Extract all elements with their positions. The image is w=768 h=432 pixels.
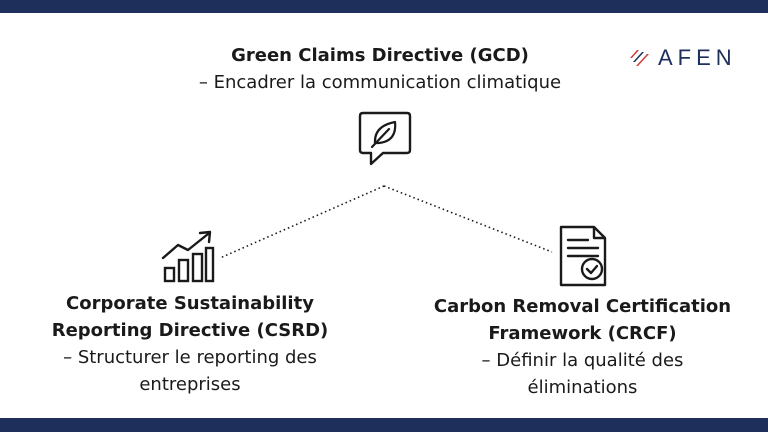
afen-logo-mark-icon xyxy=(630,50,649,66)
logo-text: AFEN xyxy=(658,45,737,70)
speech-bubble-leaf-icon xyxy=(358,111,412,166)
crcf-subtitle-line2: éliminations xyxy=(527,377,638,398)
crcf-block: Carbon Removal Certification Framework (… xyxy=(405,293,760,401)
csrd-title-line1: Corporate Sustainability xyxy=(66,293,314,314)
csrd-subtitle-line1: – Structurer le reporting des xyxy=(63,347,317,368)
gcd-title: Green Claims Directive (GCD) xyxy=(231,45,529,66)
bottom-band xyxy=(0,418,768,432)
csrd-subtitle-line2: entreprises xyxy=(139,374,241,395)
csrd-block: Corporate Sustainability Reporting Direc… xyxy=(20,290,360,398)
connector-left-line xyxy=(219,185,385,259)
crcf-title-line1: Carbon Removal Certification xyxy=(433,296,732,317)
crcf-subtitle-line1: – Définir la qualité des xyxy=(481,350,684,371)
connector-right-line xyxy=(383,185,553,253)
csrd-title-line2: Reporting Directive (CSRD) xyxy=(51,320,329,341)
top-band xyxy=(0,0,768,13)
gcd-subtitle: – Encadrer la communication climatique xyxy=(198,72,562,93)
bar-chart-growth-icon xyxy=(161,230,215,283)
certificate-document-icon xyxy=(559,225,607,287)
gcd-block: Green Claims Directive (GCD) – Encadrer … xyxy=(130,42,630,96)
crcf-title-line2: Framework (CRCF) xyxy=(488,323,677,344)
afen-logo: AFEN xyxy=(628,43,752,73)
